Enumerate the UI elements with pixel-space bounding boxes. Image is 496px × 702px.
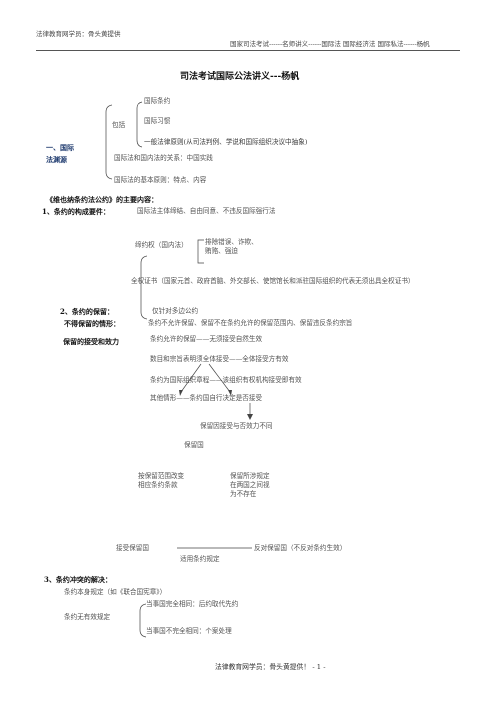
applicable-provisions: 适用条约规定: [180, 555, 220, 563]
include-label: 包括: [112, 121, 126, 129]
branch-right-arrow: [228, 390, 232, 396]
source-treaty: 国际条约: [144, 97, 171, 105]
same-parties: 当事国完全相同：后约取代先约: [146, 600, 239, 608]
cannot-reserve-label: 不得保留的情形：: [64, 319, 120, 328]
branch-right-line: [208, 363, 231, 393]
include-brace: [136, 101, 143, 148]
treaty-power-bracket: [197, 239, 204, 264]
header-right-text: 国家司法考试------名师讲义------国际法 国际经济法 国际私法----…: [230, 40, 430, 48]
section2-text: 仅针对多边公约: [152, 307, 199, 315]
header-left-text: 法律教育网学员：骨头黄提供: [36, 30, 121, 38]
basic-principles: 国际法的基本原则：特点、内容: [114, 176, 207, 184]
right-box: 保留所涉规定在两国之间视为不存在: [230, 472, 270, 499]
branch-left-arrow: [179, 390, 183, 396]
cannot-reserve-text: 条约不允许保留、保留不在条约允许的保留范围内、保留违反条约宗旨: [148, 319, 353, 327]
acceptance-item-2: 数目和宗旨表明须全体接受——全体接受方有效: [150, 355, 289, 363]
source-custom: 国际习惯: [144, 117, 171, 125]
accepting-state: 接受保留国: [116, 544, 149, 552]
sources-label-line1: 一、国际: [46, 143, 74, 152]
intl-domestic-relation: 国际法和国内法的关系：中国实践: [114, 154, 213, 162]
vienna-heading: 《维也纳条约法公约》的主要内容：: [46, 195, 158, 204]
branch-left-line: [180, 363, 202, 393]
left-box: 按保留范围改变相应条约条款: [138, 472, 185, 490]
conflict-brace: [139, 603, 147, 638]
sources-brace: [105, 104, 113, 180]
section1-text: 国际法主体缔结、自由同意、不违反国际强行法: [137, 207, 276, 215]
header-rule: [36, 50, 460, 51]
acceptance-item-3: 条约为国际组织章程——该组织有权机构接受即有效: [150, 376, 302, 384]
no-valid-provision: 条约无有效规定: [64, 613, 111, 621]
acceptance-item-1: 条约允许的保留——无须接受自然生效: [150, 335, 263, 343]
effect-arrow-head: [247, 414, 253, 420]
section2-label: 2、条约的保留：: [60, 307, 114, 316]
section1-label: 1、条约的构成要件：: [42, 207, 110, 216]
self-provision: 条约本身规定（如《联合国宪章》）: [64, 588, 167, 596]
treaty-power: 缔约权（国内法）: [135, 241, 188, 249]
page-title: 司法考试国际公法讲义---杨帆: [180, 72, 300, 82]
full-powers: 全权证书（国家元首、政府首脑、外交部长、使馆馆长和派驻国际组织的代表无须出具全权…: [131, 277, 415, 285]
objecting-state: 反对保留国（不反对条约生效）: [254, 544, 347, 552]
acceptance-label: 保留的接受和效力: [63, 337, 119, 346]
footer-text: 法律教育网学员：骨头黄提供！ - 1 -: [215, 663, 326, 671]
section3-label: 3、条约冲突的解决：: [44, 575, 112, 584]
different-parties: 当事国不完全相同：个案处理: [146, 627, 232, 635]
effect-difference: 保留因接受与否效力不同: [200, 422, 273, 430]
exclusions: 排除错误、诈欺、贿赂、强迫: [205, 238, 258, 256]
sources-label-line2: 法渊源: [46, 155, 67, 164]
reserving-state: 保留国: [184, 441, 204, 449]
acceptance-item-4: 其他情形——条约国自行决定是否接受: [150, 394, 263, 402]
source-general-principles: 一般法律原则(从司法判例、学说和国际组织决议中抽象): [144, 138, 308, 146]
acceptance-brace: [140, 255, 148, 320]
